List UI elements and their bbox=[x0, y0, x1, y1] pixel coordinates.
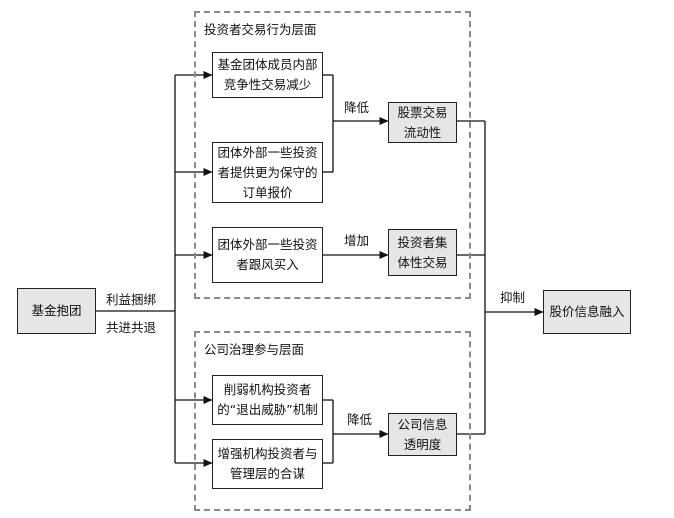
edge-label-increase: 增加 bbox=[344, 233, 370, 248]
edge-label-reduce-liquidity: 降低 bbox=[344, 100, 370, 115]
node-strengthen-collusion: 增强机构投资者与管理层的合谋 bbox=[212, 439, 323, 489]
node-fund-cluster: 基金抱团 bbox=[17, 288, 96, 334]
node-collective-trading: 投资者集体性交易 bbox=[388, 229, 457, 276]
region-corporate-governance bbox=[194, 331, 471, 511]
edge-label-interest-bond: 利益捆绑 bbox=[106, 292, 157, 307]
node-internal-competition: 基金团体成员内部竞争性交易减少 bbox=[212, 52, 323, 98]
node-liquidity: 股票交易流动性 bbox=[388, 102, 457, 143]
region-investor-trading bbox=[194, 11, 471, 299]
edge-label-reduce-transparency: 降低 bbox=[347, 412, 373, 427]
node-price-informativeness: 股价信息融入 bbox=[543, 290, 631, 334]
edge-label-suppress: 抑制 bbox=[500, 290, 526, 305]
node-external-conservative: 团体外部一些投资者提供更为保守的订单报价 bbox=[212, 142, 323, 203]
region-title-corporate-governance: 公司治理参与层面 bbox=[204, 342, 305, 357]
edge-label-advance-retreat: 共进共退 bbox=[106, 320, 157, 335]
region-title-investor-trading: 投资者交易行为层面 bbox=[204, 22, 317, 37]
node-weaken-exit: 削弱机构投资者的“退出威胁”机制 bbox=[212, 375, 323, 425]
node-external-follow: 团体外部一些投资者跟风买入 bbox=[212, 227, 323, 283]
node-transparency: 公司信息透明度 bbox=[388, 413, 457, 456]
